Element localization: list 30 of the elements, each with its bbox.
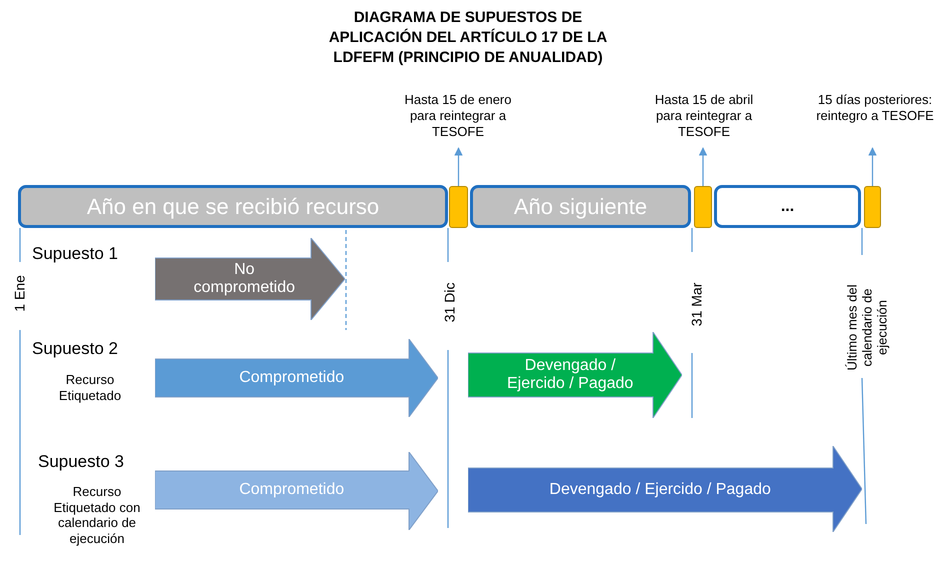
- scenario-label: Supuesto 2: [30, 339, 119, 360]
- arrow-label: Devengado / Ejercido / Pagado: [506, 356, 634, 394]
- period-label: ...: [780, 198, 794, 216]
- scenario-label: Supuesto 3: [36, 452, 125, 472]
- up-arrow: [454, 147, 463, 186]
- period-bar: [714, 185, 861, 228]
- deadline-marker: [449, 186, 468, 228]
- date-label: 31 Dic: [442, 282, 458, 324]
- period-label: Año en que se recibió recurso: [86, 194, 380, 220]
- arrow-label: Comprometido: [238, 480, 346, 500]
- date-label: 1 Ene: [12, 274, 28, 314]
- period-label: Año siguiente: [514, 194, 648, 220]
- diagram-title: DIAGRAMA DE SUPUESTOS DE APLICACIÓN DEL ARTÍCULO 17 DE LA LDFEFM (PRINCIPIO DE ANUALIDAD): [328, 8, 608, 68]
- deadline-marker: [694, 186, 712, 228]
- arrow-label: Devengado / Ejercido / Pagado: [548, 480, 772, 500]
- deadline-note: 15 días posteriores: reintegro a TESOFE: [814, 92, 936, 124]
- arrow-label: Comprometido: [238, 368, 346, 388]
- period-bar: [18, 185, 448, 228]
- scenario-label: Supuesto 1: [30, 244, 119, 264]
- deadline-marker: [864, 186, 881, 228]
- arrow-label: No comprometido: [192, 260, 296, 298]
- period-bar: [470, 185, 691, 228]
- deadline-note: Hasta 15 de enero para reintegrar a TESOFE: [397, 92, 519, 140]
- date-label: Último mes del calendario de ejecución: [844, 284, 890, 372]
- scenario-label: Recurso Etiquetado con calendario de ejecución: [52, 484, 142, 546]
- up-arrow: [868, 147, 877, 186]
- deadline-note: Hasta 15 de abril para reintegrar a TESOFE: [643, 92, 765, 140]
- scenario-label: Recurso Etiquetado: [58, 372, 122, 404]
- date-label: 31 Mar: [688, 282, 706, 328]
- up-arrow: [698, 147, 708, 186]
